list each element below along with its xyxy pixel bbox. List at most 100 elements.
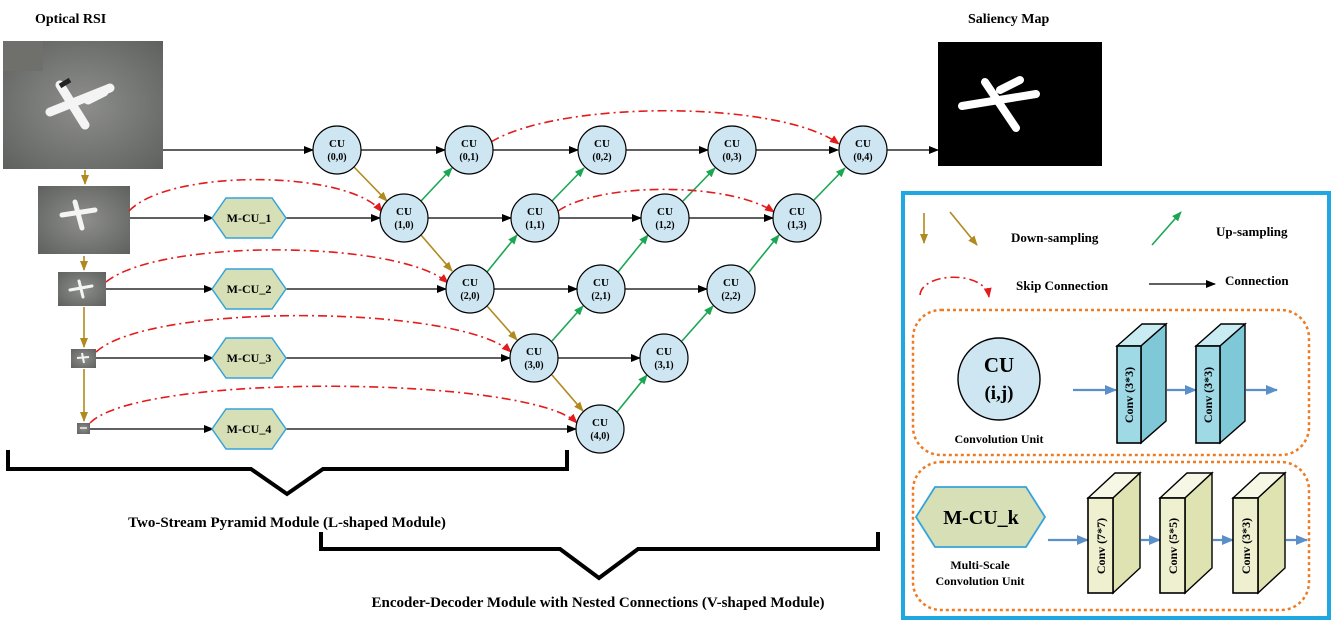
cu-name: CU [723,277,739,289]
legend-upsampling: Up-sampling [1151,211,1288,246]
cu-index: (0,2) [592,152,611,163]
cu-node-0-4[interactable]: CU (0,4) [838,125,888,175]
v-module-label: Encoder-Decoder Module with Nested Conne… [371,595,824,611]
cu-detail-box: CU (i,j) Convolution Unit Conv (3*3) Con… [911,308,1311,457]
cu-name: CU [593,277,609,289]
mcu-conv-label-3: Conv (3*3) [1239,518,1253,574]
mcu-node-2[interactable]: M-CU_2 [211,268,287,310]
cu-name: CU [462,277,478,289]
decoder-upsampling-arrows [420,167,846,413]
input-image-level-2 [58,272,106,306]
cu-name: CU [329,138,345,150]
cu-name: CU [461,138,477,150]
mcu-caption-line-2: Convolution Unit [935,574,1024,588]
cu-node-1-2[interactable]: CU (1,2) [640,193,690,243]
cu-caption: Convolution Unit [954,432,1043,446]
cu-name: CU [657,206,673,218]
mcu-conv-label-2: Conv (5*5) [1166,518,1180,574]
cu-name: CU [526,346,542,358]
cu-index: (2,1) [591,291,610,302]
skip-connection-arrows [89,109,840,424]
cu-name: CU [396,206,412,218]
legend-connection: Connection [1149,273,1289,288]
cu-node-0-0[interactable]: CU (0,0) [312,125,362,175]
legend-skip-label: Skip Connection [1016,278,1109,293]
cu-conv-block-1: Conv (3*3) [1115,322,1168,445]
legend-skip: Skip Connection [919,276,1109,298]
cu-node-0-1[interactable]: CU (0,1) [444,125,494,175]
cu-node-1-0[interactable]: CU (1,0) [379,193,429,243]
l-module-label: Two-Stream Pyramid Module (L-shaped Modu… [128,515,446,531]
connection-arrows [90,146,939,433]
cu-index: (0,4) [853,152,872,163]
legend-conn-label: Connection [1225,273,1289,288]
mcu-conv-block-3: Conv (3*3) [1231,471,1287,595]
cu-node-0-2[interactable]: CU (0,2) [577,125,627,175]
cu-node-3-1[interactable]: CU (3,1) [639,333,689,383]
input-downsampling-arrows [80,170,89,422]
cu-index: (0,0) [327,152,346,163]
mcu-label: M-CU_3 [227,351,272,365]
mcu-node-4[interactable]: M-CU_4 [211,408,287,450]
cu-legend-index: (i,j) [984,383,1013,404]
mcu-caption-line-1: Multi-Scale [950,558,1010,572]
cu-index: (1,3) [787,220,806,231]
cu-node-4-0[interactable]: CU (4,0) [575,404,625,454]
mcu-node-3[interactable]: M-CU_3 [211,337,287,379]
input-title: Optical RSI [35,12,106,27]
cu-legend-circle [957,337,1041,421]
cu-name: CU [789,206,805,218]
cu-node-2-2[interactable]: CU (2,2) [706,264,756,314]
cu-legend-name: CU [984,353,1014,377]
output-title: Saliency Map [968,12,1049,27]
cu-node-1-3[interactable]: CU (1,3) [772,193,822,243]
mcu-conv-block-2: Conv (5*5) [1158,471,1214,595]
legend-up-label: Up-sampling [1216,224,1288,239]
cu-name: CU [656,346,672,358]
cu-index: (2,2) [721,291,740,302]
mcu-node-1[interactable]: M-CU_1 [211,197,287,239]
cu-conv-block-2: Conv (3*3) [1194,322,1247,445]
input-image-level-3 [71,349,96,368]
mcu-label: M-CU_4 [227,422,272,436]
encoder-downsampling-arrows [353,166,584,412]
mcu-legend-name: M-CU_k [943,507,1019,529]
cu-index: (0,1) [459,152,478,163]
mcu-legend-hexagon [914,486,1047,548]
cu-name: CU [724,138,740,150]
mcu-conv-label-1: Conv (7*7) [1094,518,1108,574]
input-image-level-4 [77,423,90,434]
cu-index: (4,0) [590,431,609,442]
v-module-brace [319,532,880,581]
mcu-label: M-CU_1 [227,211,272,225]
cu-index: (1,0) [394,220,413,231]
cu-index: (1,1) [525,220,544,231]
cu-index: (3,1) [654,360,673,371]
cu-index: (0,3) [722,152,741,163]
input-image-level-0 [3,41,163,169]
cu-index: (2,0) [460,291,479,302]
cu-node-2-1[interactable]: CU (2,1) [576,264,626,314]
legend-down-label: Down-sampling [1011,230,1099,245]
cu-conv-label-1: Conv (3*3) [1122,367,1136,423]
cu-index: (1,2) [655,220,674,231]
cu-name: CU [855,138,871,150]
cu-name: CU [594,138,610,150]
saliency-map-image [938,42,1102,166]
input-image-level-1 [38,186,130,254]
cu-node-1-1[interactable]: CU (1,1) [510,193,560,243]
mcu-detail-box: M-CU_k Multi-Scale Convolution Unit Conv… [911,460,1311,612]
cu-conv-label-2: Conv (3*3) [1201,367,1215,423]
legend-downsampling: Down-sampling [920,211,1099,246]
cu-node-2-0[interactable]: CU (2,0) [445,264,495,314]
cu-index: (3,0) [524,360,543,371]
cu-node-3-0[interactable]: CU (3,0) [509,333,559,383]
cu-name: CU [592,417,608,429]
mcu-label: M-CU_2 [227,282,272,296]
cu-name: CU [527,206,543,218]
cu-node-0-3[interactable]: CU (0,3) [707,125,757,175]
l-module-brace [6,450,569,497]
mcu-conv-block-1: Conv (7*7) [1086,471,1142,595]
